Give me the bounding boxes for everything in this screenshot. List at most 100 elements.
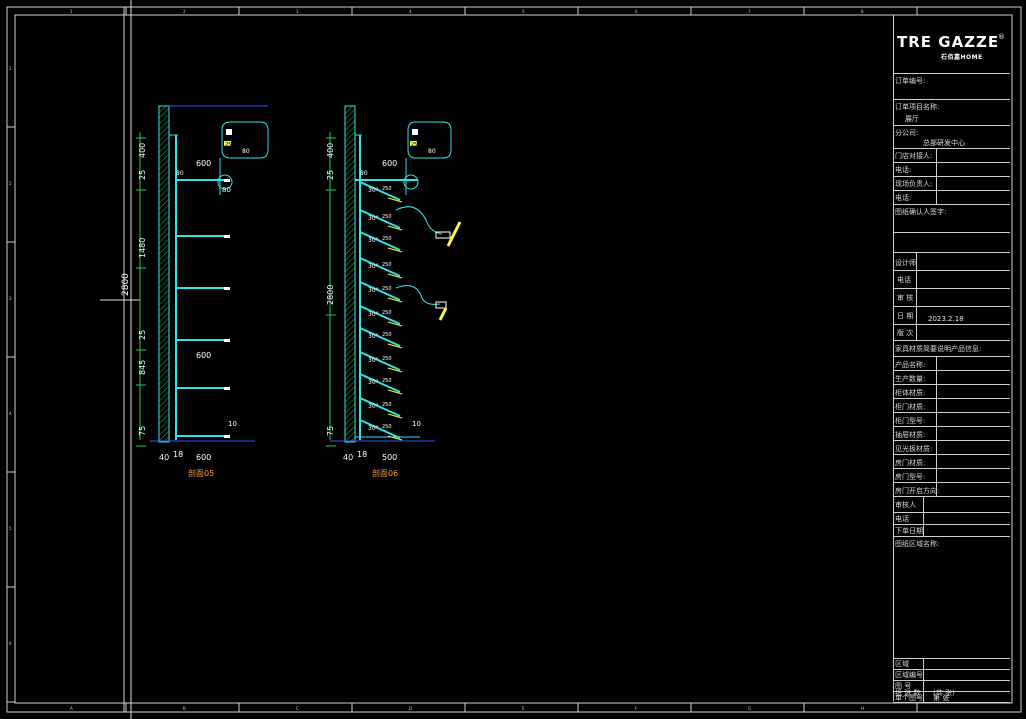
angle-label: 30° xyxy=(368,311,379,318)
angled-shelf xyxy=(359,351,401,371)
angle-label: 30° xyxy=(368,215,379,222)
left-overall: 2800 xyxy=(121,273,131,296)
left-bottom-dim-2: 18 xyxy=(173,450,183,459)
tb-phone2[interactable]: 电话: xyxy=(893,190,1010,204)
shelf-lip xyxy=(387,225,403,231)
shelf-lip xyxy=(387,343,403,349)
shelf-lip xyxy=(387,389,403,395)
tb-reviewer[interactable]: 审核人 xyxy=(893,496,1010,512)
shelf-lip xyxy=(387,435,403,441)
tb-designer[interactable]: 设计师 xyxy=(893,252,1010,270)
tb-phone1[interactable]: 电话: xyxy=(893,162,1010,176)
tb-site[interactable]: 现场负责人: xyxy=(893,176,1010,190)
top-mark: 4 xyxy=(409,9,412,14)
tb-total-label: 纸 张 数 xyxy=(895,689,921,697)
angled-shelf xyxy=(359,397,401,417)
left-detail-right: 10 xyxy=(228,420,237,428)
right-caption: 剖面06 xyxy=(372,468,398,478)
left-mark: 4 xyxy=(9,411,12,416)
tb-phone4[interactable]: 电话 xyxy=(893,512,1010,524)
tb-zone-no[interactable]: 区域编号 xyxy=(893,669,1010,680)
shelf-end xyxy=(224,287,230,290)
right-detail-small-1: 80 xyxy=(360,170,368,177)
outer-frame xyxy=(6,6,1022,713)
tb-total-value: (共 张) xyxy=(933,689,955,697)
shelf-lip xyxy=(387,297,403,303)
tb-order-date[interactable]: 下单日期 xyxy=(893,524,1010,536)
tb-sheet[interactable]: 单个图号第 张 xyxy=(893,691,1010,702)
angled-shelf xyxy=(359,373,401,393)
shelf-lip xyxy=(387,321,403,327)
left-detail-small-1: 80 xyxy=(176,170,184,177)
small-dim: 250 xyxy=(382,310,392,316)
right-width-top: 600 xyxy=(382,159,397,168)
registered-icon: ® xyxy=(998,33,1005,41)
tb-product-row[interactable]: 房门开启方向: xyxy=(893,482,1010,496)
small-dim: 250 xyxy=(382,402,392,408)
tb-product-row[interactable]: 抽屉材质: xyxy=(893,426,1010,440)
tb-project[interactable]: 订单项目名称:展厅 xyxy=(893,99,1010,139)
top-mark: 7 xyxy=(748,9,751,14)
inner-frame xyxy=(14,14,1013,704)
brand-name: TRE GAZZE xyxy=(897,33,1000,51)
tb-product-row[interactable]: 见光板材质: xyxy=(893,440,1010,454)
tb-product-row[interactable]: 柜门型号: xyxy=(893,412,1010,426)
tb-product-row[interactable]: 产品名称: xyxy=(893,356,1010,370)
small-dim: 250 xyxy=(382,214,392,220)
angle-label: 30° xyxy=(368,237,379,244)
right-vdim: 75 xyxy=(326,426,335,436)
bottom-mark: D xyxy=(409,706,412,711)
left-labels: 600 600 40 18 600 80 80 25 80 10 剖面05 28… xyxy=(121,142,250,478)
small-dim: 250 xyxy=(382,236,392,242)
small-dim: 250 xyxy=(382,286,392,292)
angled-shelf xyxy=(359,231,401,251)
tb-zone[interactable]: 区域 xyxy=(893,658,1010,669)
bottom-mark: A xyxy=(70,706,73,711)
angled-shelf xyxy=(359,257,401,277)
tb-product-row[interactable]: 生产数量: xyxy=(893,370,1010,384)
shelf-end xyxy=(224,339,230,342)
left-mark: 1 xyxy=(9,66,12,71)
tb-drawing-no[interactable]: 图 号 xyxy=(893,680,1010,691)
angle-label: 30° xyxy=(368,333,379,340)
angled-shelf xyxy=(359,281,401,301)
left-width-top: 600 xyxy=(196,159,211,168)
right-labels: 600 40 18 500 80 80 25 10 剖面06 xyxy=(343,142,436,478)
angle-label: 30° xyxy=(368,263,379,270)
tb-confirm[interactable]: 图纸确认人签字: xyxy=(893,204,1010,232)
small-dim: 250 xyxy=(382,378,392,384)
tb-order-no[interactable]: 订单编号: xyxy=(893,73,1010,99)
top-mark: 1 xyxy=(70,9,73,14)
angled-shelf xyxy=(359,305,401,325)
tb-total[interactable] xyxy=(893,702,1010,703)
tb-product-row[interactable]: 柜门材质: xyxy=(893,398,1010,412)
tb-product-row[interactable]: 柜体材质: xyxy=(893,384,1010,398)
tb-version[interactable]: 版 次 xyxy=(893,324,1010,340)
left-vdim: 1480 xyxy=(138,238,147,258)
tb-store[interactable]: 门店对接人: xyxy=(893,148,1010,162)
bottom-mark: C xyxy=(296,706,299,711)
tb-phone3[interactable]: 电话 xyxy=(893,270,1010,288)
left-vdim: 400 xyxy=(138,143,147,158)
top-mark: 8 xyxy=(861,9,864,14)
top-mark: 6 xyxy=(635,9,638,14)
tb-review[interactable]: 审 核 xyxy=(893,288,1010,306)
tb-branch[interactable]: 分公司:总部研发中心 xyxy=(893,125,1010,150)
right-vdim: 400 xyxy=(326,143,335,158)
tb-area-name[interactable]: 图纸区域名称: xyxy=(893,536,1010,658)
bottom-mark: F xyxy=(635,706,638,711)
tb-product-row[interactable]: 房门型号: xyxy=(893,468,1010,482)
right-bottom-dim-2: 18 xyxy=(357,450,367,459)
right-detail-tag: 25 xyxy=(411,142,417,148)
angle-label: 30° xyxy=(368,187,379,194)
shelf-end xyxy=(224,179,230,182)
tb-product-row[interactable]: 房门材质: xyxy=(893,454,1010,468)
brand-sub: 石佰嘉HOME xyxy=(941,54,983,61)
left-mark: 6 xyxy=(9,641,12,646)
left-mark: 5 xyxy=(9,526,12,531)
bottom-mark: H xyxy=(861,706,864,711)
shelf-lip xyxy=(387,367,403,373)
